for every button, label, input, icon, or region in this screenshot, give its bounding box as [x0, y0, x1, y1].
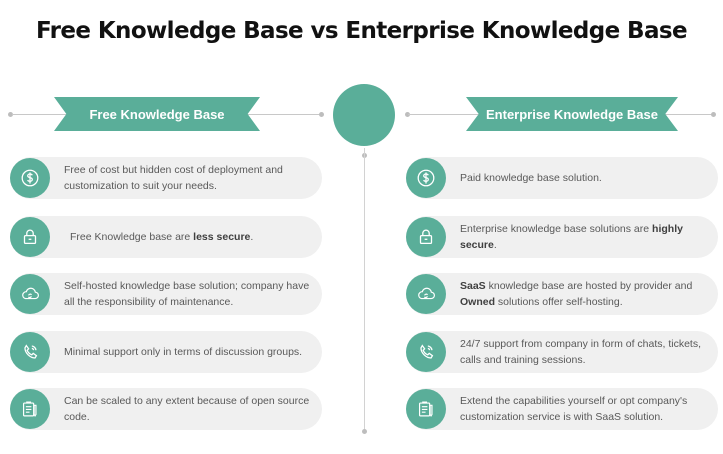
free-heading-banner: Free Knowledge Base	[54, 97, 260, 131]
free-item-scaling-text: Can be scaled to any extent because of o…	[64, 395, 310, 423]
cloud-sync-icon	[10, 274, 50, 314]
clipboard-pen-icon	[406, 389, 446, 429]
enterprise-item-customization: Extend the capabilities yourself or opt …	[406, 388, 718, 430]
free-item-support: Minimal support only in terms of discuss…	[10, 331, 322, 373]
center-divider-line	[364, 148, 365, 432]
enterprise-item-support-text: 24/7 support from company in form of cha…	[460, 338, 702, 366]
right-line-end-dot	[711, 112, 716, 117]
enterprise-item-support: 24/7 support from company in form of cha…	[406, 331, 718, 373]
enterprise-item-cost: Paid knowledge base solution.	[406, 157, 718, 199]
phone-icon	[406, 332, 446, 372]
enterprise-item-cost-text: Paid knowledge base solution.	[460, 172, 602, 184]
enterprise-heading-banner: Enterprise Knowledge Base	[466, 97, 678, 131]
vertical-line-bottom-dot	[362, 429, 367, 434]
free-item-support-text: Minimal support only in terms of discuss…	[64, 346, 303, 358]
dollar-icon	[10, 158, 50, 198]
page-title: Free Knowledge Base vs Enterprise Knowle…	[36, 18, 688, 44]
dollar-icon	[406, 158, 446, 198]
center-circle	[333, 84, 395, 146]
enterprise-item-security-text: Enterprise knowledge base solutions are …	[460, 223, 683, 251]
free-item-cost: Free of cost but hidden cost of deployme…	[10, 157, 322, 199]
clipboard-pen-icon	[10, 389, 50, 429]
free-item-hosting-text: Self-hosted knowledge base solution; com…	[64, 280, 310, 308]
left-line-inner-dot	[319, 112, 324, 117]
free-item-hosting: Self-hosted knowledge base solution; com…	[10, 273, 322, 315]
lock-icon	[406, 217, 446, 257]
free-item-scaling: Can be scaled to any extent because of o…	[10, 388, 322, 430]
enterprise-item-security: Enterprise knowledge base solutions are …	[406, 216, 718, 258]
phone-icon	[10, 332, 50, 372]
enterprise-item-hosting: SaaS knowledge base are hosted by provid…	[406, 273, 718, 315]
right-line-inner-dot	[405, 112, 410, 117]
left-line-end-dot	[8, 112, 13, 117]
cloud-sync-icon	[406, 274, 446, 314]
free-item-cost-text: Free of cost but hidden cost of deployme…	[64, 164, 283, 192]
free-item-security-text: Free Knowledge base are less secure.	[70, 231, 254, 243]
enterprise-item-hosting-text: SaaS knowledge base are hosted by provid…	[460, 280, 693, 308]
lock-icon	[10, 217, 50, 257]
enterprise-item-customization-text: Extend the capabilities yourself or opt …	[460, 395, 688, 423]
free-item-security: Free Knowledge base are less secure.	[10, 216, 322, 258]
